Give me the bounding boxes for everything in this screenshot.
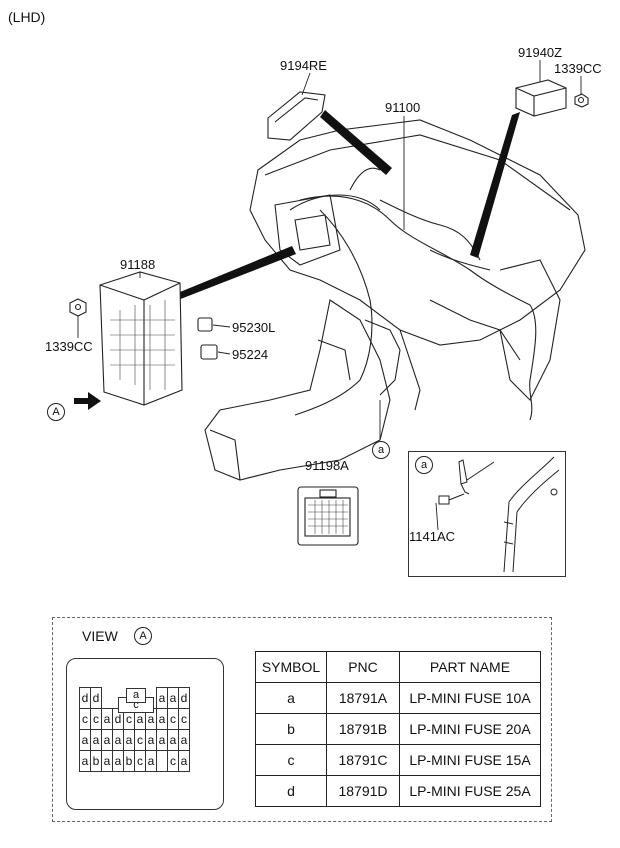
diagram-title: (LHD)	[8, 9, 46, 25]
fuse-cell: a	[156, 708, 168, 730]
table-row: b 18791B LP-MINI FUSE 20A	[255, 713, 541, 745]
cell-symbol: b	[255, 713, 327, 745]
fuse-cell: a	[79, 750, 91, 772]
fuse-cell: a	[79, 729, 91, 751]
cell-symbol: c	[255, 744, 327, 776]
fuse-cell: d	[90, 687, 102, 709]
table-row: d 18791D LP-MINI FUSE 25A	[255, 775, 541, 807]
fuse-cell: c	[79, 708, 91, 730]
bracket-illustration	[438, 456, 560, 573]
table-row: c 18791C LP-MINI FUSE 15A	[255, 744, 541, 776]
label-91188: 91188	[120, 257, 156, 272]
label-91100: 91100	[385, 100, 421, 115]
inset-detail-a: a 1141AC	[408, 451, 566, 577]
module-9194RE	[267, 91, 326, 141]
label-95230L: 95230L	[232, 320, 276, 335]
label-91198A: 91198A	[305, 458, 349, 473]
fuse-cell: a	[178, 750, 190, 772]
cell-pnc: 18791A	[326, 682, 400, 714]
fuse-grid: d d a a d c c a d c a a a c c a a a a a …	[79, 687, 190, 772]
cell-part-name: LP-MINI FUSE 15A	[399, 744, 541, 776]
relay-91940Z	[515, 79, 567, 117]
fuse-cell: a	[156, 729, 168, 751]
fuse-cell-empty	[156, 750, 168, 772]
fuse-cell: b	[90, 750, 102, 772]
fuse-cell: a	[145, 750, 157, 772]
fuse-cell: a	[112, 729, 124, 751]
label-1141AC: 1141AC	[409, 529, 456, 544]
header-part-name: PART NAME	[399, 651, 541, 683]
cell-pnc: 18791D	[326, 775, 400, 807]
cell-pnc: 18791C	[326, 744, 400, 776]
label-91940Z: 91940Z	[518, 45, 563, 60]
view-label: VIEW	[82, 628, 118, 644]
fuse-cell: d	[79, 687, 91, 709]
dashboard-outline	[249, 119, 586, 346]
pointer-wedge	[470, 112, 520, 258]
wiring-harness-illustration	[69, 60, 589, 546]
cell-symbol: d	[255, 775, 327, 807]
harness-wires	[299, 195, 537, 421]
fuse-cell: a	[112, 750, 124, 772]
fuse-cell: a	[178, 729, 190, 751]
fuse-cell: c	[134, 750, 146, 772]
label-95224: 95224	[232, 347, 269, 362]
label-1339CC-top: 1339CC	[554, 61, 602, 76]
fuse-row: a a a a a c a a a a	[79, 729, 190, 751]
fuse-cell: d	[178, 687, 190, 709]
cell-symbol: a	[255, 682, 327, 714]
header-symbol: SYMBOL	[255, 651, 327, 683]
view-marker-A: A	[134, 627, 152, 645]
fuse-cell: c	[134, 729, 146, 751]
fuse-cell: a	[167, 729, 179, 751]
marker-A: A	[47, 403, 65, 421]
fuse-row: d d a a d	[79, 687, 190, 709]
fuse-cell: b	[123, 750, 135, 772]
pointer-wedge	[320, 110, 392, 175]
table-row: a 18791A LP-MINI FUSE 10A	[255, 682, 541, 714]
relay-95230L	[197, 317, 213, 332]
fuse-cell: c	[90, 708, 102, 730]
cell-part-name: LP-MINI FUSE 20A	[399, 713, 541, 745]
fuse-cell: a	[101, 708, 113, 730]
fuse-cell-empty	[102, 688, 113, 709]
header-pnc: PNC	[326, 651, 400, 683]
parts-table: SYMBOL PNC PART NAME a 18791A LP-MINI FU…	[255, 651, 541, 807]
fuse-cell: a	[145, 729, 157, 751]
fuse-cell: a	[90, 729, 102, 751]
marker-a: a	[372, 441, 390, 459]
fuse-cell: c	[167, 708, 179, 730]
center-fuse-top: a	[126, 688, 146, 703]
fuse-row: a b a a b c a c a	[79, 750, 190, 772]
fuse-cell: c	[167, 750, 179, 772]
fuse-cell: a	[156, 687, 168, 709]
inset-marker-a: a	[415, 456, 433, 474]
fuse-row: c c a d c a a a c c	[79, 708, 190, 730]
label-9194RE: 9194RE	[280, 58, 327, 73]
view-a-panel	[52, 617, 552, 822]
pointer-arrow-A	[74, 392, 101, 410]
fuse-cell: a	[123, 729, 135, 751]
pointer-wedge	[178, 246, 296, 300]
parts-table-header: SYMBOL PNC PART NAME	[255, 651, 541, 683]
center-fuse-block: c a	[118, 688, 154, 716]
label-1339CC-left: 1339CC	[45, 339, 93, 354]
fuse-cell: a	[101, 729, 113, 751]
cell-part-name: LP-MINI FUSE 25A	[399, 775, 541, 807]
cell-part-name: LP-MINI FUSE 10A	[399, 682, 541, 714]
fuse-cell: a	[167, 687, 179, 709]
cell-pnc: 18791B	[326, 713, 400, 745]
fuse-cell: a	[101, 750, 113, 772]
fuse-box-outline	[66, 658, 224, 810]
relay-95224	[200, 344, 218, 360]
fuse-cell: c	[178, 708, 190, 730]
